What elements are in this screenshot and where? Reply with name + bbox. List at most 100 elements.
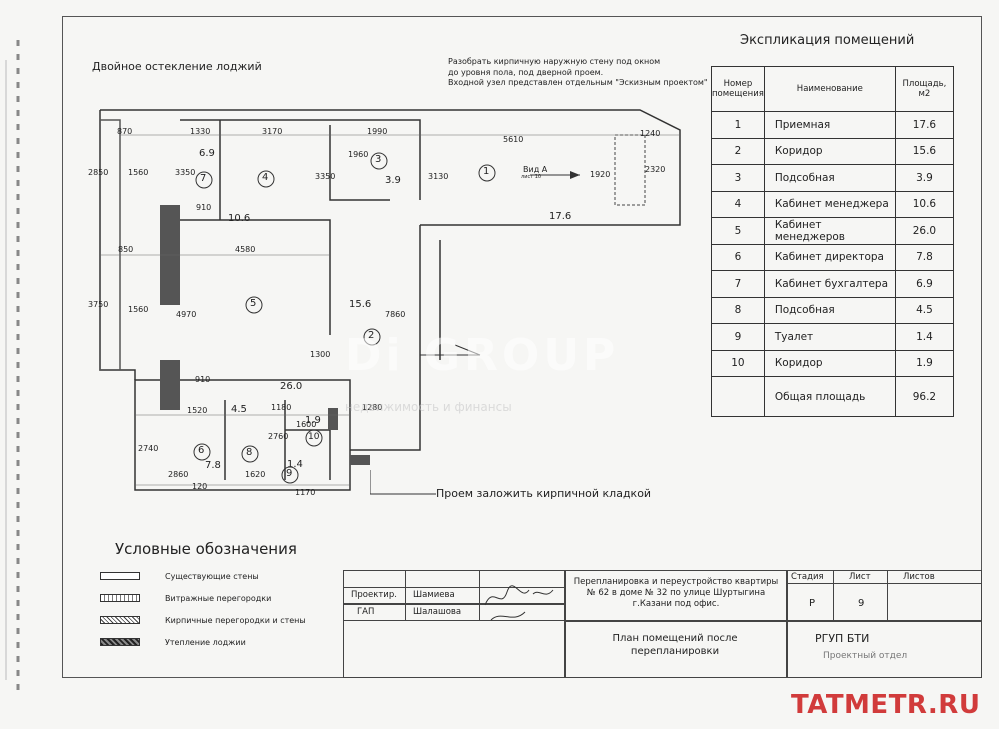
room-number-8: 8 (246, 447, 253, 458)
row-name: Туалет (763, 323, 896, 351)
stage-value: Р (809, 598, 816, 609)
dim-label: 910 (195, 375, 211, 384)
name2: Шалашова (413, 607, 462, 617)
col-area-header: Площадь, м2 (894, 66, 955, 112)
row-area: 1.9 (894, 349, 955, 377)
room-number-5: 5 (250, 298, 257, 309)
room-number-3: 3 (375, 154, 382, 165)
binder-edge (5, 40, 20, 690)
dim-label: 3750 (88, 300, 109, 309)
dim-label: 1960 (348, 150, 369, 159)
loggia-note: Двойное остекление лоджий (92, 60, 262, 73)
area-room-8: 4.5 (231, 404, 247, 415)
wall-note-line1: Разобрать кирпичную наружную стену под о… (448, 57, 661, 66)
dim-label: 1170 (295, 488, 316, 497)
dim-label: 4580 (235, 245, 256, 254)
room-number-9: 9 (286, 468, 293, 479)
dim-label: 2850 (88, 168, 109, 177)
row-name: Коридор (763, 137, 896, 165)
total-value: 96.2 (894, 376, 955, 417)
dim-label: 7860 (385, 310, 406, 319)
row-name: Кабинет директора (763, 243, 896, 271)
legend-item: Существующие стены (165, 572, 259, 581)
row-name: Кабинет менеджера (763, 190, 896, 218)
area-room-10: 1.9 (305, 415, 321, 426)
row-area: 1.4 (894, 323, 955, 351)
row-number: 3 (711, 164, 765, 192)
sheet-value: 9 (858, 598, 865, 609)
area-room-3: 3.9 (385, 175, 401, 186)
legend-swatch-existing (100, 572, 140, 580)
area-room-5: 26.0 (280, 381, 303, 392)
sheet-label: Лист (849, 572, 871, 582)
dim-label: 4970 (176, 310, 197, 319)
floor-plan (99, 109, 681, 491)
dim-label: 1990 (367, 127, 388, 136)
row-name: Коридор (763, 349, 896, 377)
row-area: 7.8 (894, 243, 955, 271)
row-number: 8 (711, 296, 765, 324)
role2: ГАП (357, 607, 375, 617)
dim-label: 2760 (268, 432, 289, 441)
name1: Шамиева (413, 590, 455, 600)
area-room-6: 7.8 (205, 460, 221, 471)
department: Проектный отдел (823, 651, 908, 661)
dim-label: 1520 (187, 406, 208, 415)
view-label: Вид А (523, 165, 548, 174)
dim-label: 1300 (310, 350, 331, 359)
dim-label: 1620 (245, 470, 266, 479)
row-number: 9 (711, 323, 765, 351)
role1: Проектир. (351, 590, 397, 600)
dim-label: 1920 (590, 170, 611, 179)
legend-swatch-brick (100, 616, 140, 624)
row-area: 15.6 (894, 137, 955, 165)
project-title: Перепланировка и переустройство квартиры… (573, 577, 779, 609)
watermark-tagline: недвижимость и финансы (345, 400, 512, 414)
row-area: 6.9 (894, 270, 955, 298)
room-number-10: 10 (308, 432, 320, 442)
dim-label: 1600 (296, 420, 317, 429)
dim-label: 870 (117, 127, 133, 136)
row-name: Кабинет бухгалтера (763, 270, 896, 298)
legend-item: Витражные перегородки (165, 594, 272, 603)
wall-note-line2: до уровня пола, под дверной проем. (448, 68, 604, 77)
row-number: 1 (711, 111, 765, 139)
dim-label: 2860 (168, 470, 189, 479)
legend-title: Условные обозначения (115, 540, 297, 558)
room-number-4: 4 (262, 172, 269, 183)
row-area: 10.6 (894, 190, 955, 218)
sheet-ref: лист 10 (521, 174, 542, 180)
area-room-7: 6.9 (199, 148, 215, 159)
dim-label: 3350 (175, 168, 196, 177)
legend-item: Кирпичные перегородки и стены (165, 616, 306, 625)
total-label: Общая площадь (763, 376, 896, 417)
row-number: 5 (711, 217, 765, 245)
room-number-6: 6 (198, 445, 205, 456)
area-room-4: 10.6 (228, 213, 251, 224)
row-area: 3.9 (894, 164, 955, 192)
dim-label: 1560 (128, 168, 149, 177)
dim-label: 910 (196, 203, 212, 212)
signature (484, 585, 554, 621)
organization: РГУП БТИ (815, 632, 870, 645)
row-number: 6 (711, 243, 765, 271)
row-area: 17.6 (894, 111, 955, 139)
dim-label: 1240 (640, 129, 661, 138)
col-name-header: Наименование (763, 66, 896, 112)
wall-note-line3: Входной узел представлен отдельным "Эски… (448, 78, 708, 87)
legend-swatch-vitrage (100, 594, 140, 602)
dim-label: 1560 (128, 305, 149, 314)
